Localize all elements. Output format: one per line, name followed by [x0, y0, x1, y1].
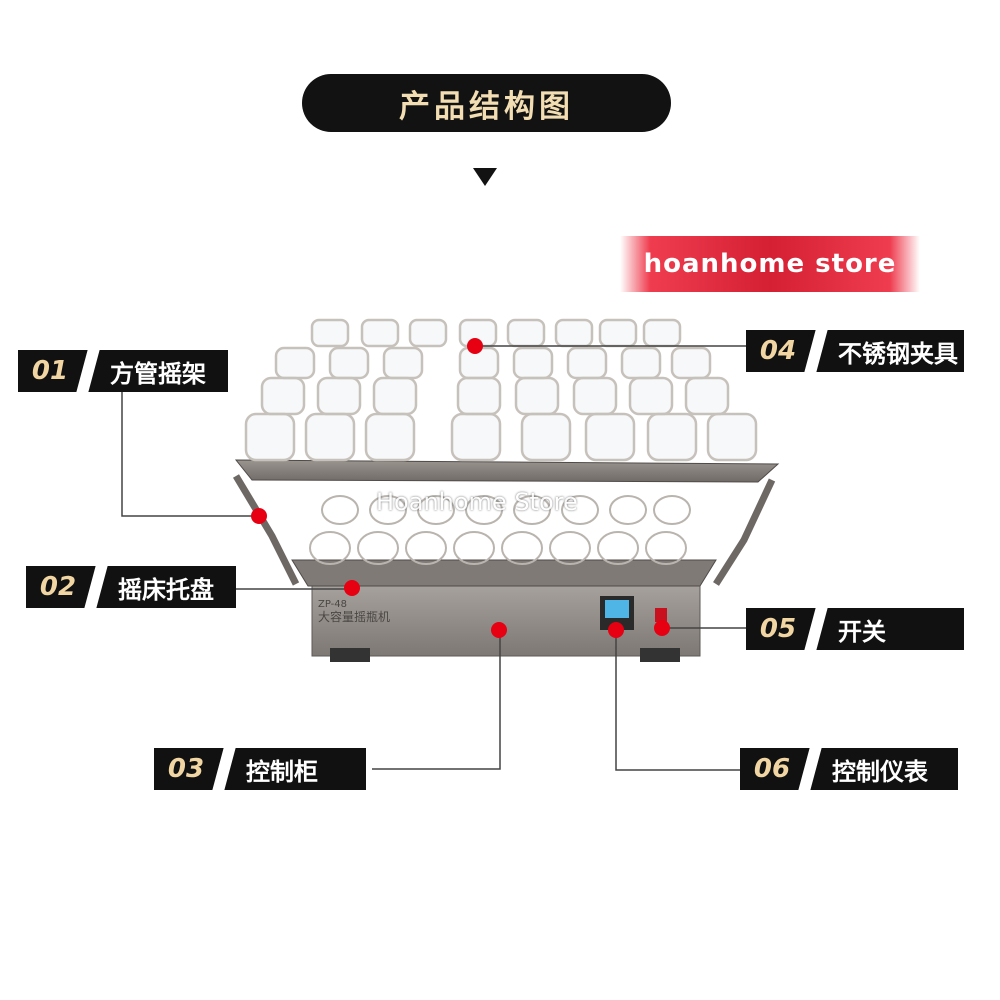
part-label-01: 01 方管摇架: [18, 350, 228, 392]
callout-marker-01: [251, 508, 267, 524]
page-title: 产品结构图: [399, 88, 574, 125]
part-label-06: 06 控制仪表: [740, 748, 958, 790]
part-name: 方管摇架: [110, 359, 206, 388]
machine-plate: ZP-48 大容量摇瓶机: [318, 598, 390, 624]
part-number: 06: [753, 754, 791, 784]
part-label-03: 03 控制柜: [154, 748, 366, 790]
part-name: 控制柜: [246, 757, 318, 786]
part-number: 05: [759, 614, 797, 644]
part-number: 02: [39, 572, 77, 602]
store-tag-text: hoanhome store: [643, 249, 897, 279]
machine-model: ZP-48: [318, 599, 347, 610]
part-name: 控制仪表: [832, 757, 928, 786]
callout-lines: [121, 345, 746, 771]
callout-marker-05: [654, 620, 670, 636]
callout-marker-04: [467, 338, 483, 354]
callout-marker-06: [608, 622, 624, 638]
callout-marker-03: [491, 622, 507, 638]
part-label-05: 05 开关: [746, 608, 964, 650]
square-tube-frame: [232, 474, 776, 586]
machine-name: 大容量摇瓶机: [318, 610, 391, 624]
watermark: Hoanhome Store: [376, 488, 578, 516]
part-label-04: 04 不锈钢夹具: [746, 330, 964, 372]
part-name: 不锈钢夹具: [838, 339, 958, 368]
part-number: 03: [167, 754, 205, 784]
down-arrow-icon: [473, 168, 497, 186]
part-label-02: 02 摇床托盘: [26, 566, 236, 608]
callout-marker-02: [344, 580, 360, 596]
part-number: 01: [31, 356, 69, 386]
store-tag: hoanhome store: [620, 236, 920, 292]
lower-tray: [291, 495, 717, 587]
part-name: 摇床托盘: [118, 575, 214, 604]
part-name: 开关: [838, 617, 886, 646]
part-number: 04: [759, 336, 797, 366]
upper-platform: [234, 318, 780, 483]
title-banner: 产品结构图: [302, 74, 671, 132]
